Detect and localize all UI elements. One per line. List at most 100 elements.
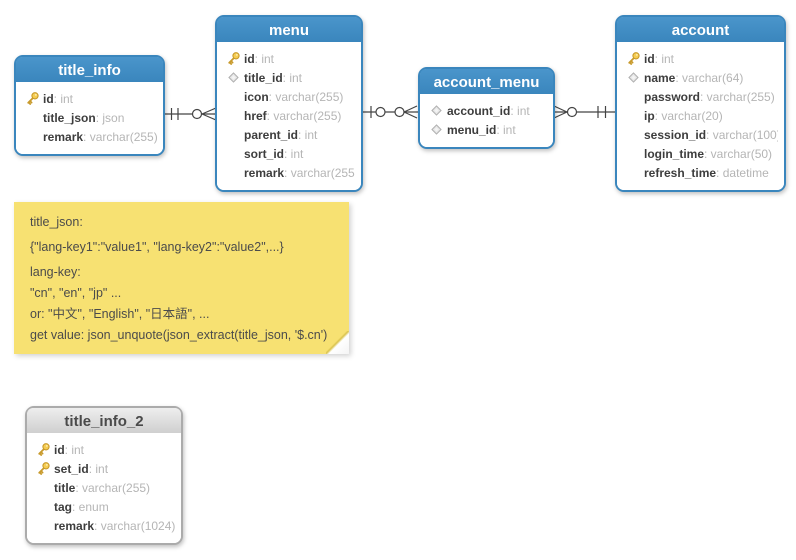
column-type: : int: [284, 146, 304, 161]
column-type: : varchar(255): [284, 165, 355, 180]
table-title_info_2-header[interactable]: title_info_2: [27, 408, 181, 435]
table-column-row[interactable]: sort_id: int: [223, 144, 355, 163]
column-name: title: [54, 480, 76, 495]
column-name: title_json: [43, 110, 96, 125]
table-column-row[interactable]: remark: varchar(1024): [33, 516, 175, 535]
column-name: remark: [54, 518, 95, 533]
column-name: password: [644, 89, 701, 104]
primary-key-icon: [33, 461, 54, 476]
table-menu-header[interactable]: menu: [217, 17, 361, 44]
table-column-row[interactable]: remark: varchar(255): [223, 163, 355, 182]
column-name: set_id: [54, 461, 89, 476]
note-folded-corner: [326, 331, 349, 354]
column-type: : int: [88, 461, 109, 476]
column-type: : varchar(255): [75, 480, 151, 495]
primary-key-icon: [22, 91, 43, 106]
column-type: : int: [254, 51, 275, 66]
note-line: get value: json_unquote(json_extract(tit…: [30, 328, 328, 342]
column-type: : varchar(255): [266, 108, 342, 123]
foreign-key-diamond-icon: [623, 72, 644, 83]
table-column-row[interactable]: session_id: varchar(100): [623, 125, 778, 144]
primary-key-icon: [223, 51, 244, 66]
table-column-row[interactable]: id: int: [33, 440, 175, 459]
table-column-row[interactable]: title_json: json: [22, 108, 157, 127]
primary-key-icon: [33, 442, 54, 457]
column-name: refresh_time: [644, 165, 717, 180]
foreign-key-diamond-icon: [223, 72, 244, 83]
column-type: : int: [654, 51, 675, 66]
column-name: session_id: [644, 127, 707, 142]
column-type: : int: [53, 91, 74, 106]
column-name: name: [644, 70, 676, 85]
column-type: : varchar(64): [675, 70, 744, 85]
foreign-key-diamond-icon: [426, 105, 447, 116]
column-type: : varchar(255): [268, 89, 344, 104]
column-type: : int: [64, 442, 85, 457]
column-name: login_time: [644, 146, 705, 161]
sticky-note[interactable]: title_json: {"lang-key1":"value1", "lang…: [14, 202, 349, 354]
column-name: menu_id: [447, 122, 497, 137]
table-column-row[interactable]: refresh_time: datetime: [623, 163, 778, 182]
column-name: id: [54, 442, 65, 457]
note-line: lang-key:: [30, 265, 81, 279]
table-column-row[interactable]: remark: varchar(255): [22, 127, 157, 146]
table-column-row[interactable]: title: varchar(255): [33, 478, 175, 497]
table-column-row[interactable]: id: int: [623, 49, 778, 68]
table-column-row[interactable]: tag: enum: [33, 497, 175, 516]
primary-key-icon: [623, 51, 644, 66]
column-type: : datetime: [716, 165, 769, 180]
column-type: : int: [510, 103, 530, 118]
column-type: : int: [298, 127, 318, 142]
table-column-row[interactable]: title_id: int: [223, 68, 355, 87]
column-type: : varchar(50): [704, 146, 773, 161]
column-name: id: [644, 51, 655, 66]
column-name: ip: [644, 108, 655, 123]
column-type: : varchar(100): [706, 127, 778, 142]
table-column-row[interactable]: name: varchar(64): [623, 68, 778, 87]
table-column-row[interactable]: id: int: [223, 49, 355, 68]
connector-menu-account_menu[interactable]: [361, 105, 419, 119]
column-name: href: [244, 108, 267, 123]
table-column-row[interactable]: parent_id: int: [223, 125, 355, 144]
connector-title_info-menu[interactable]: [163, 107, 217, 121]
table-column-row[interactable]: id: int: [22, 89, 157, 108]
table-account_menu-header[interactable]: account_menu: [420, 69, 553, 96]
column-name: id: [244, 51, 255, 66]
table-column-row[interactable]: password: varchar(255): [623, 87, 778, 106]
column-name: account_id: [447, 103, 511, 118]
column-name: icon: [244, 89, 269, 104]
column-type: : json: [95, 110, 125, 125]
column-name: remark: [244, 165, 285, 180]
table-column-row[interactable]: ip: varchar(20): [623, 106, 778, 125]
note-line: "cn", "en", "jp" ...: [30, 286, 122, 300]
table-column-row[interactable]: menu_id: int: [426, 120, 547, 139]
column-name: parent_id: [244, 127, 299, 142]
column-type: : enum: [72, 499, 109, 514]
note-line: or: "中文", "English", "日本語", ...: [30, 307, 210, 321]
column-name: remark: [43, 129, 84, 144]
column-type: : varchar(255): [700, 89, 775, 104]
table-column-row[interactable]: account_id: int: [426, 101, 547, 120]
table-column-row[interactable]: href: varchar(255): [223, 106, 355, 125]
table-account-header[interactable]: account: [617, 17, 784, 44]
table-title_info-header[interactable]: title_info: [16, 57, 163, 84]
table-column-row[interactable]: login_time: varchar(50): [623, 144, 778, 163]
column-name: title_id: [244, 70, 283, 85]
column-type: : varchar(1024): [94, 518, 175, 533]
column-name: sort_id: [244, 146, 285, 161]
table-column-row[interactable]: set_id: int: [33, 459, 175, 478]
table-column-row[interactable]: icon: varchar(255): [223, 87, 355, 106]
column-name: tag: [54, 499, 72, 514]
connector-account_menu-account[interactable]: [552, 105, 616, 119]
